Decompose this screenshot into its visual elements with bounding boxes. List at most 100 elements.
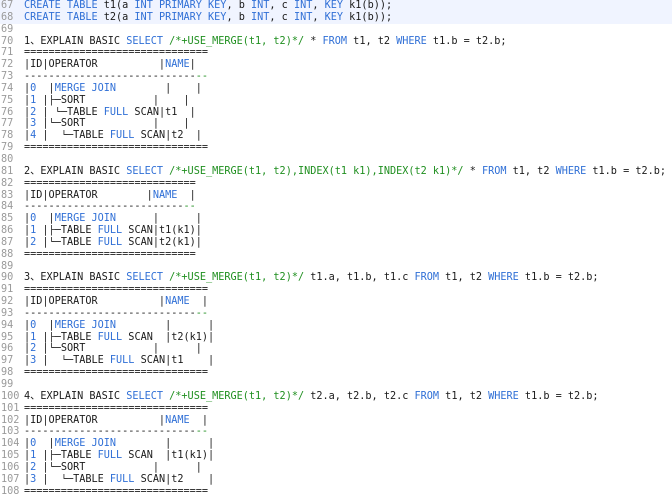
code-line[interactable]: 84---------------------------- [0, 201, 672, 213]
text-token: |ID|OPERATOR | [24, 189, 153, 201]
text-token: |├─TABLE [36, 331, 98, 343]
text-token: t2(a [97, 11, 135, 23]
code-line[interactable]: 104|0 |MERGE JOIN | | [0, 438, 672, 450]
code-line[interactable]: 99 [0, 379, 672, 391]
text-token: t1(a [97, 0, 135, 11]
keyword-token: FROM [414, 390, 440, 402]
keyword-token: NAME [165, 414, 190, 426]
code-line[interactable]: 77|3 |└─SORT | | [0, 118, 672, 130]
code-line[interactable]: 94|0 |MERGE JOIN | | [0, 320, 672, 332]
line-number: 67 [1, 0, 14, 11]
line-number: 83 [1, 189, 14, 201]
code-line[interactable]: 85 |0 |MERGE JOIN | | [0, 213, 672, 225]
code-text: |2 |└─SORT | | [24, 462, 672, 474]
text-token: t1, t2 [506, 165, 556, 177]
text-token: | [189, 296, 209, 308]
code-text: |2 |└─TABLE FULL SCAN|t2(k1)| [24, 237, 672, 249]
code-line[interactable]: 108============================== [0, 486, 672, 498]
text-token: SCAN|t1 | [128, 106, 196, 118]
code-line[interactable]: 97|3 | └─TABLE FULL SCAN|t1 | [0, 355, 672, 367]
code-line[interactable]: 89 [0, 261, 672, 273]
keyword-token: 2 [30, 236, 37, 248]
code-line[interactable]: 69 [0, 24, 672, 36]
code-text [24, 24, 672, 36]
keyword-token: INT [250, 0, 270, 11]
text-token: t1.b = t2.b; [518, 272, 599, 284]
text-token: SCAN|t2 | [134, 130, 202, 142]
code-text: |3 |└─SORT | | [24, 118, 672, 130]
line-number: 108 [1, 485, 20, 497]
code-line[interactable]: 71============================== [0, 47, 672, 59]
keyword-token: FULL [97, 236, 123, 248]
code-line[interactable]: 92|ID|OPERATOR |NAME | [0, 296, 672, 308]
keyword-token: SELECT [126, 35, 164, 47]
keyword-token: 1 [30, 225, 37, 237]
code-line[interactable]: 72|ID|OPERATOR |NAME| [0, 59, 672, 71]
code-text: |0 |MERGE JOIN | | [24, 213, 672, 225]
code-line[interactable]: 78|4 | └─TABLE FULL SCAN|t2 | [0, 130, 672, 142]
text-token: |├─SORT | | [36, 94, 190, 106]
line-number: 97 [1, 355, 14, 367]
code-text [24, 154, 672, 166]
code-line[interactable]: 105|1 |├─TABLE FULL SCAN |t1(k1)| [0, 450, 672, 462]
code-line[interactable]: 76|2 | └─TABLE FULL SCAN|t1 | [0, 107, 672, 119]
line-number: 98 [1, 367, 14, 379]
code-line[interactable]: 103------------------------------ [0, 426, 672, 438]
text-token: SCAN|t1(k1)| [122, 225, 202, 237]
code-line[interactable]: 83 |ID|OPERATOR |NAME | [0, 190, 672, 202]
code-text: |ID|OPERATOR |NAME | [24, 190, 672, 202]
keyword-token: 3 [30, 473, 37, 485]
code-line[interactable]: 82============================ [0, 178, 672, 190]
code-line[interactable]: 87|2 |└─TABLE FULL SCAN|t2(k1)| [0, 237, 672, 249]
code-line[interactable]: 106|2 |└─SORT | | [0, 462, 672, 474]
keyword-token: 0 [30, 319, 37, 331]
line-number: 80 [1, 153, 14, 165]
code-text: |2 |└─SORT | | [24, 343, 672, 355]
line-number: 78 [1, 130, 14, 142]
code-line[interactable]: 91============================== [0, 284, 672, 296]
code-text: ============================== [24, 367, 672, 379]
line-number: 90 [1, 272, 14, 284]
code-line[interactable]: 95|1 |├─TABLE FULL SCAN |t2(k1)| [0, 332, 672, 344]
keyword-token: 1 [30, 450, 37, 462]
code-line[interactable]: 79============================== [0, 142, 672, 154]
code-text: |1 |├─TABLE FULL SCAN |t1(k1)| [24, 450, 672, 462]
code-line[interactable]: 73------------------------------ [0, 71, 672, 83]
code-line[interactable]: 74|0 |MERGE JOIN | | [0, 83, 672, 95]
code-line[interactable]: 80 [0, 154, 672, 166]
code-text: ------------------------------ [24, 71, 672, 83]
code-line[interactable]: 96|2 |└─SORT | | [0, 343, 672, 355]
keyword-token: FULL [109, 355, 135, 367]
text-token: ---------------------------- [24, 307, 196, 319]
keyword-token: FULL [97, 331, 123, 343]
text-token: | [24, 473, 31, 485]
code-line[interactable]: 75|1 |├─SORT | | [0, 95, 672, 107]
text-token: ============================ [24, 177, 196, 189]
code-line[interactable]: 98 ============================== [0, 367, 672, 379]
line-number: 85 [1, 213, 14, 225]
code-text: CREATE TABLE t2(a INT PRIMARY KEY, b INT… [24, 12, 672, 24]
code-line[interactable]: 107|3 | └─TABLE FULL SCAN|t2 | [0, 474, 672, 486]
keyword-token: 1 [30, 331, 37, 343]
code-text: 1、EXPLAIN BASIC SELECT /*+USE_MERGE(t1, … [24, 36, 672, 48]
code-text [24, 261, 672, 273]
line-number: 94 [1, 319, 14, 331]
code-line[interactable]: 102|ID|OPERATOR |NAME | [0, 415, 672, 427]
text-token: t1.b = t2.b; [586, 165, 666, 177]
code-line[interactable]: 101============================== [0, 403, 672, 415]
code-text: ============================== [24, 47, 672, 59]
code-text: |1 |├─TABLE FULL SCAN|t1(k1)| [24, 225, 672, 237]
code-line[interactable]: 86|1 |├─TABLE FULL SCAN|t1(k1)| [0, 225, 672, 237]
code-line[interactable]: 93------------------------------ [0, 308, 672, 320]
text-token: | [177, 189, 196, 201]
text-token: t1, t2 [347, 35, 397, 47]
code-line[interactable]: 88============================ [0, 249, 672, 261]
text-token: ---------------------------- [24, 426, 196, 438]
